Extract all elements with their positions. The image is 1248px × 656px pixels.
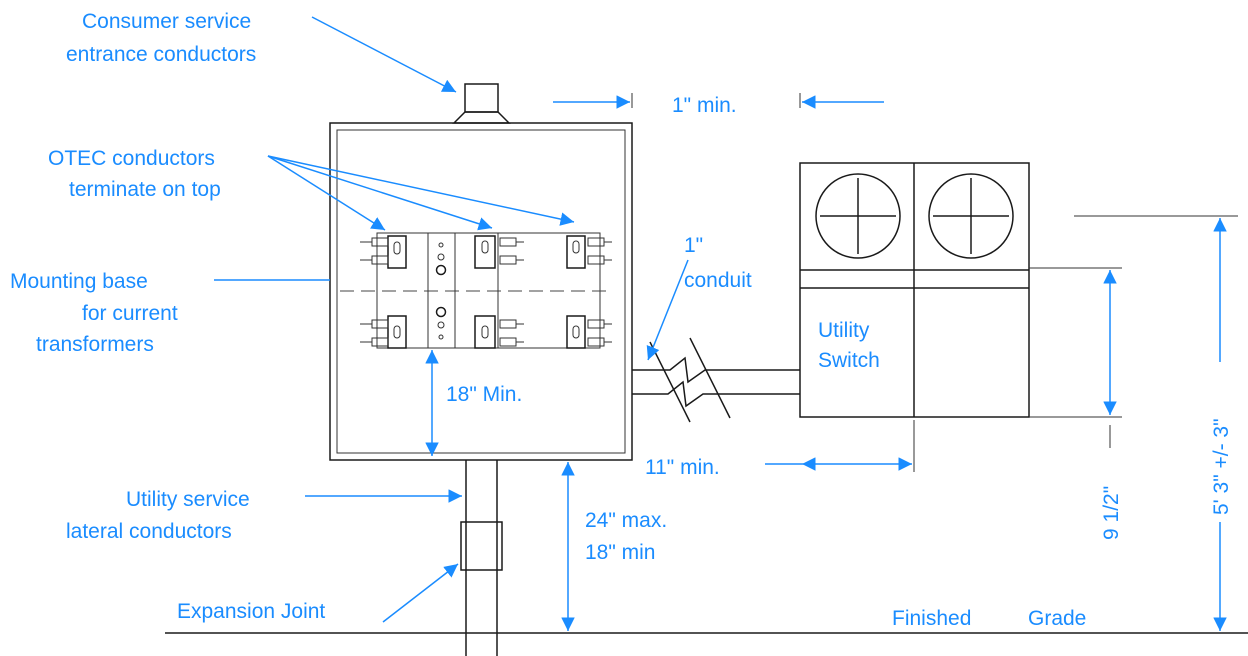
- grade-label: Grade: [1028, 607, 1086, 630]
- finished-label: Finished: [892, 607, 971, 630]
- height-range-label: 5' 3" +/- 3": [1210, 418, 1233, 515]
- ct-block-left-top: [360, 235, 407, 269]
- conduit-label-line1: 1": [684, 234, 703, 257]
- meter-enclosure: [329, 122, 633, 461]
- ct-block-mid-top: [474, 235, 524, 269]
- switch-breaker-knob-right: [928, 173, 1014, 259]
- leader-arrows: [214, 16, 689, 623]
- eleven-min-label: 11" min.: [645, 456, 720, 479]
- consumer-service-label-line1: Consumer service: [82, 10, 251, 33]
- expansion-joint: [460, 521, 503, 571]
- ct-block-right-top: [566, 235, 612, 269]
- clearance-label-line2: 18" min: [585, 541, 656, 564]
- ct-mounting-base: [340, 232, 612, 349]
- otec-label-line1: OTEC conductors: [48, 147, 215, 170]
- ct-block-right-bottom: [566, 315, 612, 349]
- expansion-joint-label: Expansion Joint: [177, 600, 325, 623]
- conduit-to-switch: [632, 337, 800, 423]
- one-inch-min-label: 1" min.: [672, 94, 737, 117]
- mounting-base-label-line1: Mounting base: [10, 270, 148, 293]
- ct-block-left-bottom: [360, 315, 407, 349]
- switch-breaker-knob-left: [815, 173, 901, 259]
- clearance-label-line1: 24" max.: [585, 509, 667, 532]
- nine-half-label: 9 1/2": [1100, 486, 1123, 540]
- service-entrance-hub: [452, 83, 511, 124]
- utility-switch: [799, 162, 1030, 418]
- otec-label-line2: terminate on top: [69, 178, 221, 201]
- mounting-base-label-line3: transformers: [36, 333, 154, 356]
- utility-service-label-line2: lateral conductors: [66, 520, 232, 543]
- lateral-conduit: [460, 460, 503, 656]
- eighteen-min-label: 18" Min.: [446, 383, 522, 406]
- dimension-lines: [425, 93, 1238, 631]
- utility-switch-label-line1: Utility: [818, 319, 870, 342]
- ct-block-mid-bottom: [474, 315, 524, 349]
- consumer-service-label-line2: entrance conductors: [66, 43, 256, 66]
- conduit-label-line2: conduit: [684, 269, 752, 292]
- utility-switch-label-line2: Switch: [818, 349, 880, 372]
- utility-service-label-line1: Utility service: [126, 488, 250, 511]
- mounting-base-label-line2: for current: [82, 302, 178, 325]
